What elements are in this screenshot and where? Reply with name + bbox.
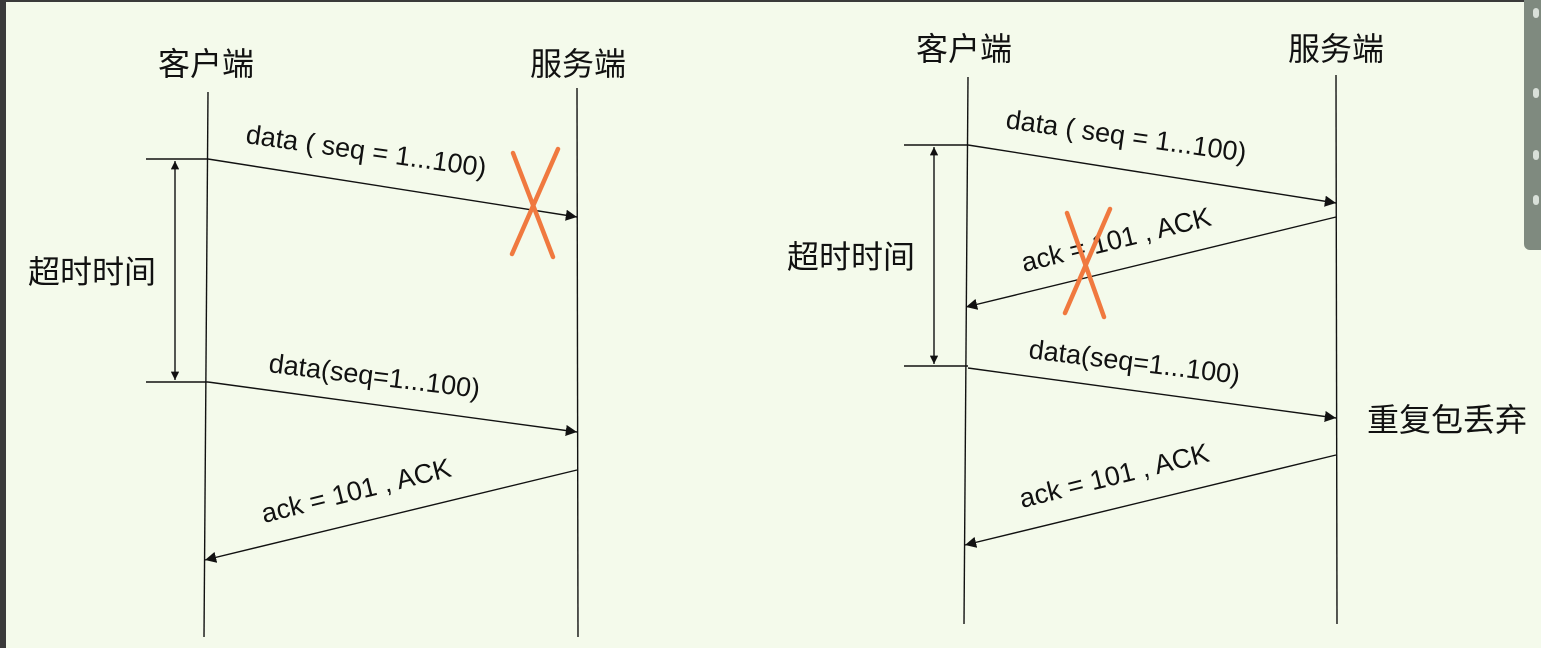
side-toolbar[interactable] — [1524, 0, 1541, 250]
side-toolbar-handle-icon — [1533, 150, 1539, 160]
client-label: 客户端 — [158, 45, 254, 83]
side-toolbar-handle-icon — [1533, 88, 1539, 98]
ack-lost-cross-icon — [1062, 206, 1113, 320]
server-label: 服务端 — [1288, 30, 1384, 68]
duplicate-discard-note: 重复包丢弃 — [1367, 401, 1527, 439]
timeout-label: 超时时间 — [28, 253, 156, 291]
ack-segment-label: ack = 101 , ACK — [258, 453, 454, 529]
retransmit-segment-label: data(seq=1...100) — [267, 348, 481, 404]
data-segment-arrow — [207, 158, 578, 221]
client-lifeline — [203, 91, 209, 638]
window-left-border — [0, 0, 6, 648]
lost-ack-arrow — [965, 216, 1337, 310]
diagram-packet-loss: 客户端 服务端 超时时间 data ( seq = 1...100) data(… — [28, 45, 626, 638]
ack-segment-arrow — [964, 454, 1337, 548]
diagram-ack-loss: 客户端 服务端 超时时间 data ( seq = 1...100) ack =… — [787, 30, 1527, 625]
side-toolbar-handle-icon — [1533, 195, 1539, 205]
server-label: 服务端 — [530, 45, 626, 83]
retransmit-segment-label: data(seq=1...100) — [1027, 334, 1241, 390]
data-segment-arrow — [967, 144, 1337, 207]
timeout-label: 超时时间 — [787, 238, 915, 276]
data-segment-label: data ( seq = 1...100) — [244, 119, 488, 182]
packet-lost-cross-icon — [509, 146, 561, 260]
ack-segment-label: ack = 101 , ACK — [1016, 438, 1212, 514]
lost-ack-label: ack = 101 , ACK — [1018, 202, 1214, 278]
side-toolbar-handle-icon — [1533, 8, 1539, 18]
client-label: 客户端 — [916, 30, 1012, 68]
ack-segment-arrow — [204, 469, 578, 563]
data-segment-label: data ( seq = 1...100) — [1004, 104, 1248, 167]
client-lifeline — [963, 76, 969, 625]
retransmit-segment-arrow — [207, 381, 578, 437]
window-top-border — [0, 0, 1541, 2]
server-lifeline — [576, 87, 579, 638]
server-lifeline — [1335, 74, 1338, 625]
retransmit-segment-arrow — [967, 367, 1337, 423]
